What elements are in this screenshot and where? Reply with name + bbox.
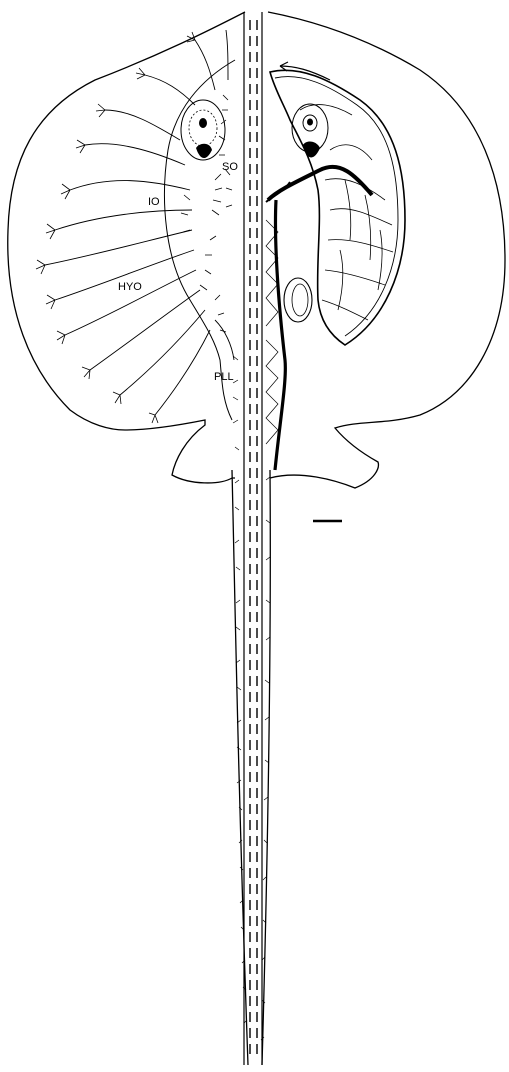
left-canal-tips bbox=[36, 32, 195, 423]
right-fin-cutaway bbox=[270, 70, 405, 345]
left-body-contour bbox=[164, 60, 235, 420]
pll-twigs bbox=[233, 356, 247, 1023]
right-nerve-descending bbox=[275, 200, 285, 470]
label-so: SO bbox=[222, 161, 238, 173]
right-fin-cutaway-inner bbox=[275, 77, 398, 336]
right-eye bbox=[292, 104, 328, 157]
tail-left-edge bbox=[232, 470, 248, 1065]
tail-right-edge bbox=[262, 470, 270, 1065]
left-hyo-canals bbox=[45, 30, 228, 415]
label-io: IO bbox=[148, 196, 160, 208]
label-pll: PLL bbox=[214, 371, 234, 383]
right-fin-branches bbox=[300, 105, 393, 320]
left-eye bbox=[181, 100, 225, 160]
left-inner-twigs bbox=[181, 95, 232, 332]
label-hyo: HYO bbox=[118, 281, 142, 293]
